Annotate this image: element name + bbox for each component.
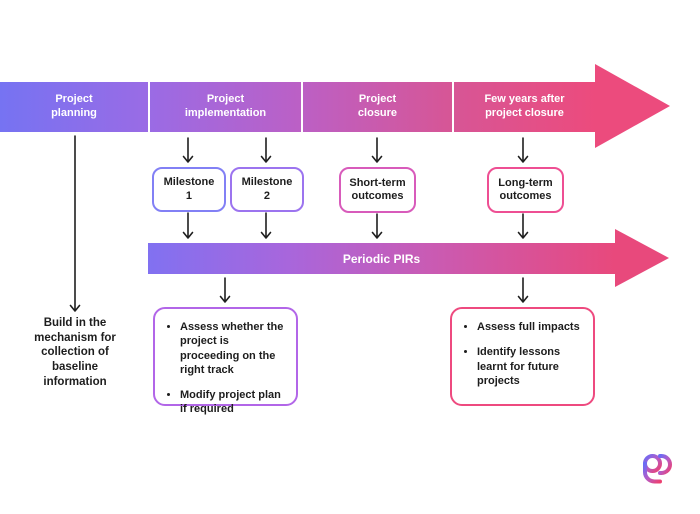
arrow-planning-to-note	[69, 135, 81, 312]
arrow-pir-to-implementation-box	[219, 277, 231, 303]
segment-divider	[148, 82, 150, 132]
arrow-pir-to-post-closure-box	[517, 277, 529, 303]
periodic-pirs-arrow: Periodic PIRs	[148, 243, 615, 274]
implementation-review-box: Assess whether the project is proceeding…	[153, 307, 298, 415]
arrow-to-milestone-2	[260, 137, 272, 163]
milestone-1-box: Milestone 1	[152, 167, 226, 212]
timeline-arrowhead-icon	[595, 64, 670, 148]
arrow-to-long-term	[517, 137, 529, 163]
milestone-2-box: Milestone 2	[230, 167, 304, 212]
arrow-to-short-term	[371, 137, 383, 163]
segment-divider	[452, 82, 454, 132]
arrow-milestone-1-to-pir	[182, 212, 194, 239]
arrow-milestone-2-to-pir	[260, 212, 272, 239]
implementation-bullet-1: Assess whether the project is proceeding…	[180, 320, 288, 377]
arrow-to-milestone-1	[182, 137, 194, 163]
implementation-bullet-2: Modify project plan if required	[180, 388, 288, 417]
periodic-pirs-arrowhead-icon	[615, 229, 669, 287]
long-term-outcomes-box: Long-term outcomes	[487, 167, 564, 213]
arrow-short-term-to-pir	[371, 213, 383, 239]
post-closure-bullet-2: Identify lessons learnt for future proje…	[477, 345, 585, 388]
timeline-segment-closure: Project closure	[357, 93, 398, 119]
segment-divider	[301, 82, 303, 132]
brand-logo-icon	[643, 454, 672, 484]
post-closure-review-box: Assess full impacts Identify lessons lea…	[450, 307, 595, 406]
short-term-outcomes-box: Short-term outcomes	[339, 167, 416, 213]
timeline-segment-implementation: Project implementation	[184, 93, 267, 119]
timeline-arrow-body: Project planning Project implementation …	[0, 82, 595, 132]
baseline-information-note: Build in the mechanism for collection of…	[34, 317, 116, 388]
arrow-long-term-to-pir	[517, 213, 529, 239]
post-closure-bullet-1: Assess full impacts	[477, 320, 585, 334]
timeline-segment-post-closure: Few years after project closure	[484, 93, 565, 119]
timeline-segment-planning: Project planning	[51, 93, 97, 119]
